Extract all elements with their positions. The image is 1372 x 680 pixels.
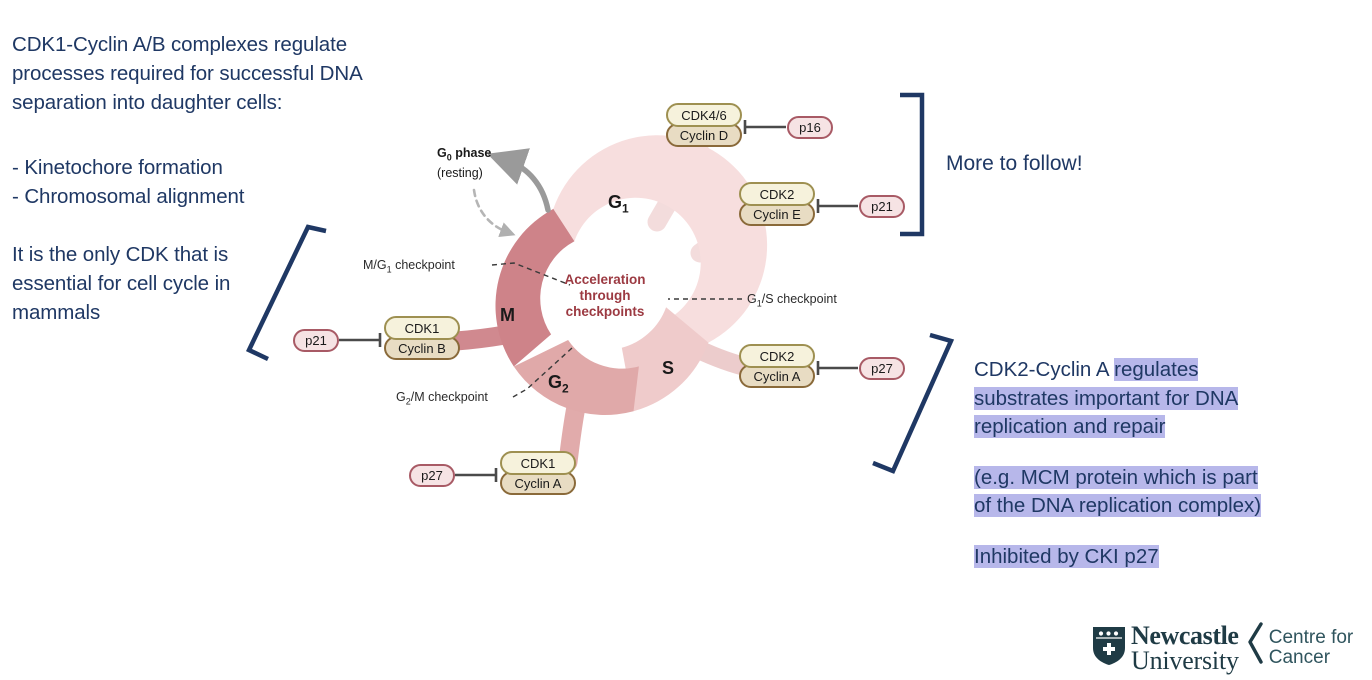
newcastle-shield-icon [1092, 626, 1126, 671]
newcastle-university-logo: Newcastle University Centre for Cancer [1092, 622, 1353, 674]
inhibitor-p27-cdk1[interactable]: p27 [409, 464, 455, 487]
phase-label-g2: G2 [548, 372, 569, 396]
complex-cdk-label: CDK1 [384, 316, 460, 340]
complex-cdk-label: CDK4/6 [666, 103, 742, 127]
centre-for-cancer-label: Centre for Cancer [1268, 626, 1354, 669]
cdk2-cyclina-notes: CDK2-Cyclin A regulates substrates import… [974, 356, 1336, 571]
phase-label-s: S [662, 358, 675, 378]
spoke-cdk46 [647, 142, 710, 232]
bullet-list: - Kinetochore formation - Chromosomal al… [12, 153, 432, 211]
bullet-item-kinetochore: - Kinetochore formation [12, 156, 223, 179]
complex-cdk2-cyclina[interactable]: CDK2 Cyclin A [739, 344, 815, 388]
more-to-follow-label: More to follow! [946, 152, 1083, 175]
essential-cdk-paragraph: It is the only CDK that is essential for… [12, 243, 231, 324]
complex-cdk46-cyclind[interactable]: CDK4/6 Cyclin D [666, 103, 742, 147]
logo-line-university: University [1131, 646, 1239, 675]
bullet-item-chromosomal: - Chromosomal alignment [12, 185, 245, 208]
note-highlight-mcm-b: of the DNA replication complex) [974, 494, 1262, 517]
note-plain-text: CDK2-Cyclin A [974, 358, 1115, 381]
inhibitor-p21-cdk1[interactable]: p21 [293, 329, 339, 352]
complex-cdk1-cyclina[interactable]: CDK1 Cyclin A [500, 451, 576, 495]
g0-reentry-arrow [472, 188, 516, 238]
complex-cdk2-cycline[interactable]: CDK2 Cyclin E [739, 182, 815, 226]
g0-phase-subtitle: (resting) [437, 165, 483, 180]
note-paragraph-inhibited: Inhibited by CKI p27 [974, 543, 1336, 572]
spoke-cdk1-cyclinb [446, 325, 515, 351]
g0-phase-title: G0 phase [437, 146, 492, 163]
g0-exit-arrow [487, 148, 551, 213]
bracket-cdk2-notes [872, 332, 955, 474]
logo-line-newcastle: Newcastle [1131, 620, 1239, 650]
note-highlight-regulates: regulates [1114, 358, 1199, 381]
note-highlight-replication: replication and repair [974, 415, 1166, 438]
note-highlight-substrates: substrates important for DNA [974, 386, 1239, 410]
note-highlight-mcm-a: (e.g. MCM protein which is part [974, 465, 1258, 489]
logo-sub-line1: Centre for [1268, 626, 1354, 648]
phase-label-m: M [500, 305, 515, 325]
note-paragraph-mcm: (e.g. MCM protein which is part of the DN… [974, 464, 1336, 521]
logo-divider-icon [1245, 621, 1265, 675]
logo-sub-line2: Cancer [1268, 647, 1331, 668]
intro-paragraph: CDK1-Cyclin A/B complexes regulate proce… [12, 33, 362, 114]
checkpoint-label-g2-m: G2/M checkpoint [396, 390, 488, 407]
inhibitor-p16[interactable]: p16 [787, 116, 833, 139]
checkpoint-label-g1-s: G1/S checkpoint [747, 292, 837, 309]
bracket-more-to-follow [900, 92, 925, 237]
complex-cdk-label: CDK2 [739, 182, 815, 206]
note-highlight-inhibited: Inhibited by CKI p27 [974, 544, 1159, 568]
newcastle-wordmark: Newcastle University [1131, 620, 1239, 675]
complex-cdk-label: CDK1 [500, 451, 576, 475]
center-acceleration-label: Acceleration through checkpoints [564, 272, 646, 319]
g0-phase-label: G0 phase (resting) [437, 146, 491, 181]
note-paragraph-regulates: CDK2-Cyclin A regulates substrates import… [974, 356, 1336, 442]
complex-cdk-label: CDK2 [739, 344, 815, 368]
inhibitor-p21-cycline[interactable]: p21 [859, 195, 905, 218]
checkpoint-label-m-g1: M/G1 checkpoint [363, 258, 455, 275]
complex-cdk1-cyclinb[interactable]: CDK1 Cyclin B [384, 316, 460, 360]
inhibitor-p27-cdk2[interactable]: p27 [859, 357, 905, 380]
ring-segment-g2 [513, 340, 639, 415]
phase-label-g1: G1 [608, 192, 629, 216]
